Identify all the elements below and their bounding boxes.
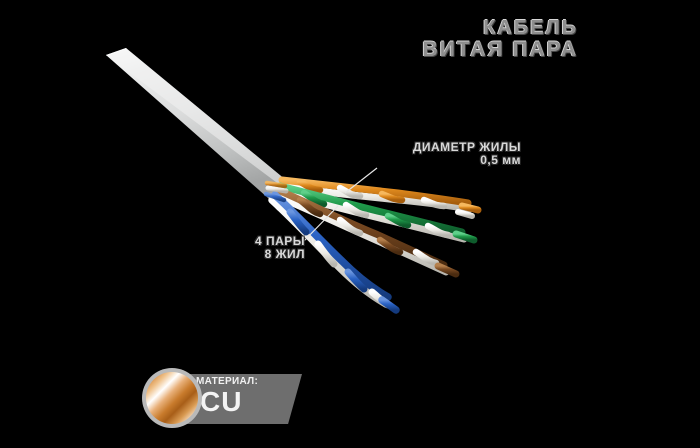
- cable-jacket: [106, 48, 301, 212]
- jacket-mouth-bundle: [263, 180, 289, 203]
- material-badge: МАТЕРИАЛ: CU: [142, 368, 302, 428]
- callout-diameter: ДИАМЕТР ЖИЛЫ 0,5 мм: [381, 140, 521, 168]
- leader-line-diameter: [344, 167, 378, 194]
- material-badge-value: CU: [200, 386, 243, 417]
- title-line-2: ВИТАЯ ПАРА: [422, 38, 578, 61]
- callout-pairs-line1: 4 ПАРЫ: [254, 234, 305, 248]
- callout-pairs: 4 ПАРЫ 8 ЖИЛ: [205, 234, 305, 262]
- orange-pair: [276, 176, 482, 219]
- callout-diameter-line2: 0,5 мм: [480, 153, 521, 168]
- leader-line-pairs: [301, 205, 339, 244]
- material-badge-label: МАТЕРИАЛ:: [196, 376, 259, 387]
- callout-leader-lines: [301, 167, 378, 244]
- callout-pairs-line2: 8 ЖИЛ: [264, 247, 305, 262]
- copper-gradient: [146, 372, 198, 424]
- copper-circle-icon: [142, 368, 202, 428]
- callout-diameter-line1: ДИАМЕТР ЖИЛЫ: [412, 140, 521, 154]
- material-badge-plate: [186, 374, 302, 424]
- green-pair: [274, 182, 478, 244]
- title-line-1: КАБЕЛЬ: [483, 17, 578, 39]
- title-block: КАБЕЛЬ ВИТАЯ ПАРА: [423, 18, 578, 60]
